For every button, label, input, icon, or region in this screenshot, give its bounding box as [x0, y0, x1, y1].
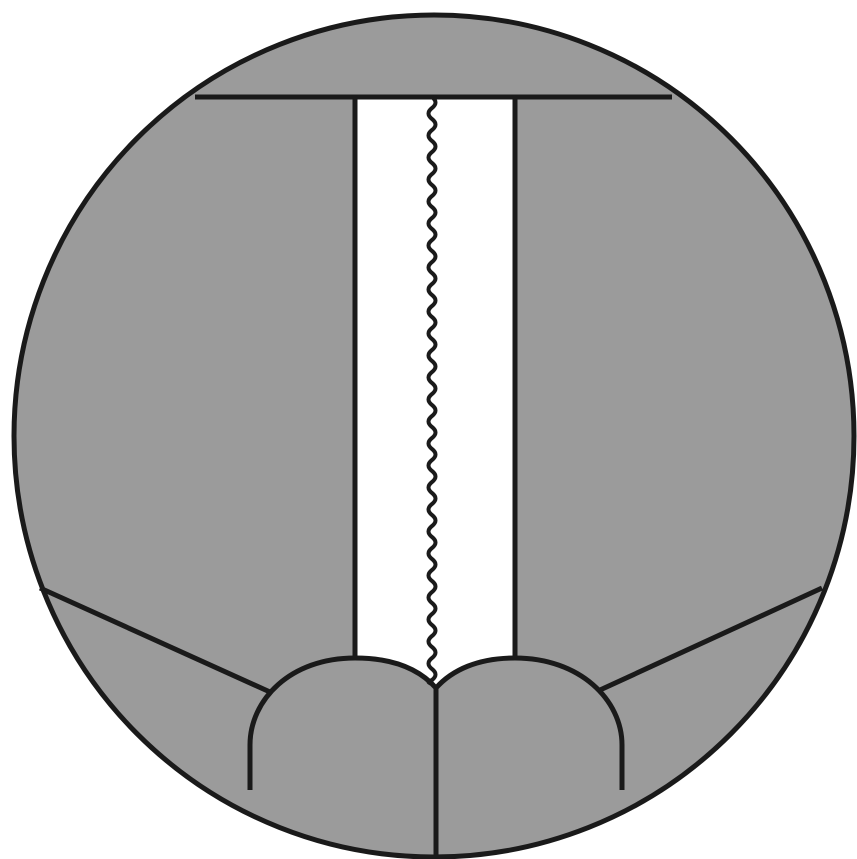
- circular-diagram: [0, 0, 857, 859]
- clipped-content: [0, 0, 857, 859]
- diagram-canvas: [0, 0, 857, 859]
